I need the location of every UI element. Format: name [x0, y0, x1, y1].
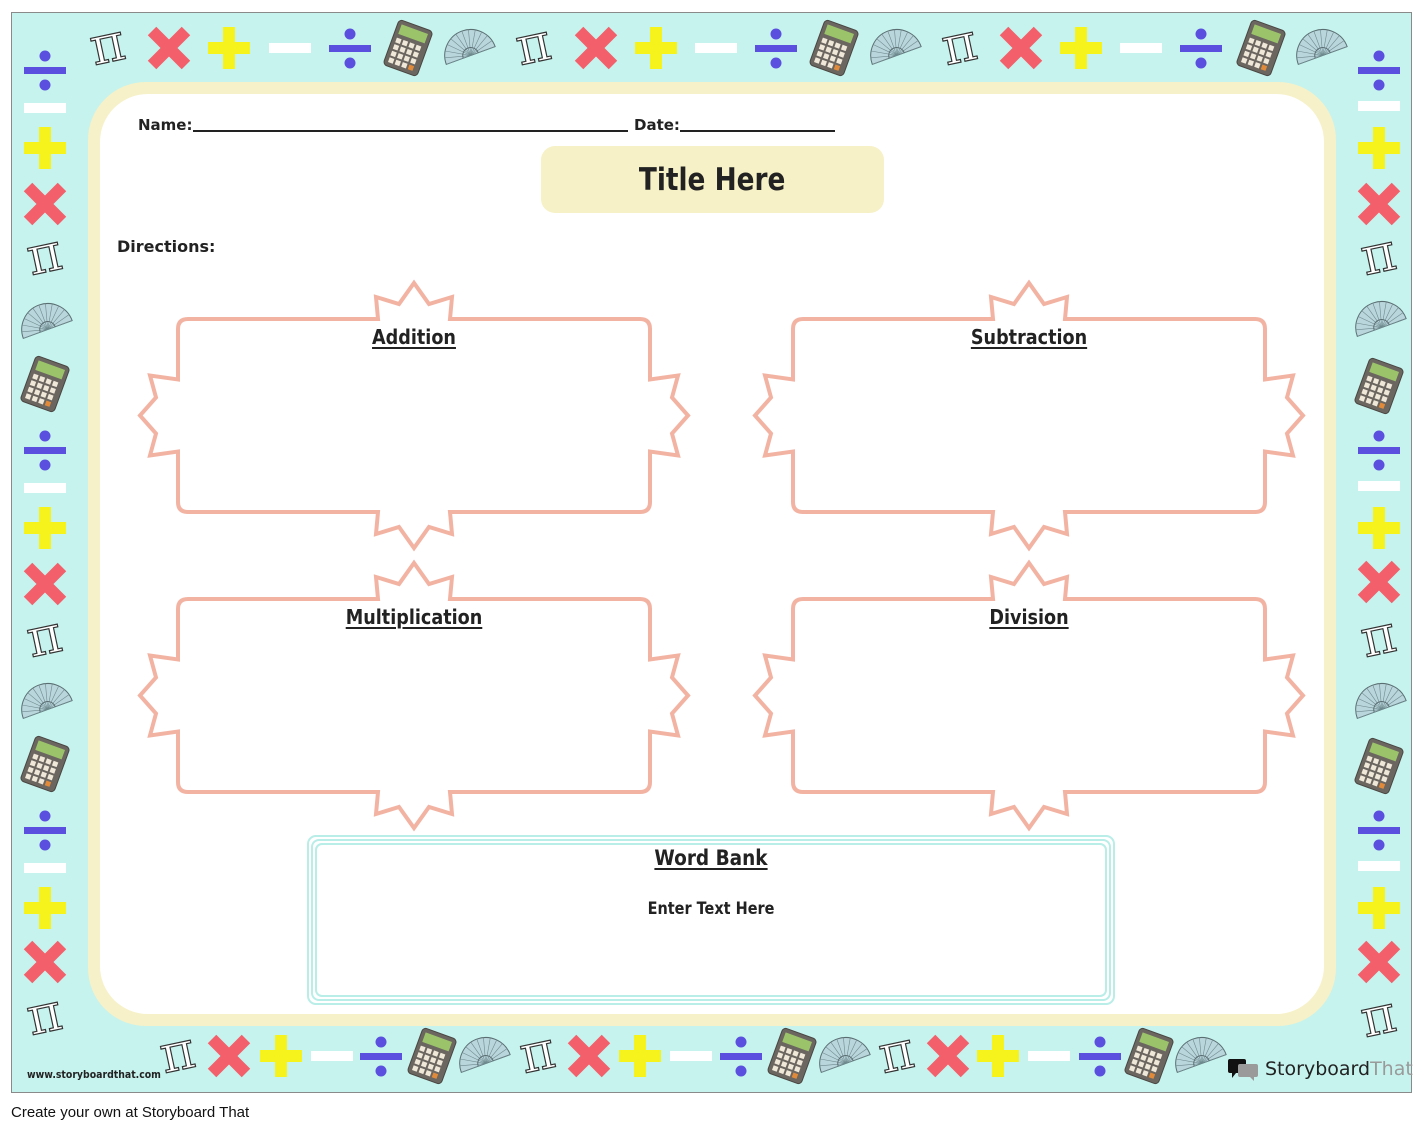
name-label: Name:	[138, 116, 193, 134]
directions-label: Directions:	[117, 237, 216, 256]
frame-label-addition: Addition	[372, 325, 456, 349]
date-field[interactable]	[680, 130, 835, 132]
frame-label-division: Division	[989, 605, 1069, 629]
word-bank-title: Word Bank	[654, 846, 768, 870]
frame-area-division[interactable]	[795, 640, 1263, 790]
frame-label-multiplication: Multiplication	[345, 605, 483, 629]
frame-area-addition[interactable]	[180, 360, 648, 510]
date-label: Date:	[634, 116, 680, 134]
frame-area-subtraction[interactable]	[795, 360, 1263, 510]
footer-credit-link[interactable]: Create your own at Storyboard That	[11, 1104, 250, 1121]
frame-label-subtraction: Subtraction	[970, 325, 1088, 349]
word-bank-text[interactable]: Enter Text Here	[647, 899, 775, 919]
frame-area-multiplication[interactable]	[180, 640, 648, 790]
brand-word-storyboard: Storyboard	[1265, 1058, 1371, 1080]
site-url[interactable]: www.storyboardthat.com	[27, 1068, 161, 1081]
speech-bubbles-icon	[1228, 1059, 1258, 1081]
brand-word-that: That	[1370, 1058, 1413, 1080]
worksheet-paper	[100, 94, 1324, 1014]
name-field[interactable]	[193, 130, 628, 132]
title-box[interactable]: Title Here	[541, 146, 884, 213]
page-title: Title Here	[639, 161, 786, 198]
